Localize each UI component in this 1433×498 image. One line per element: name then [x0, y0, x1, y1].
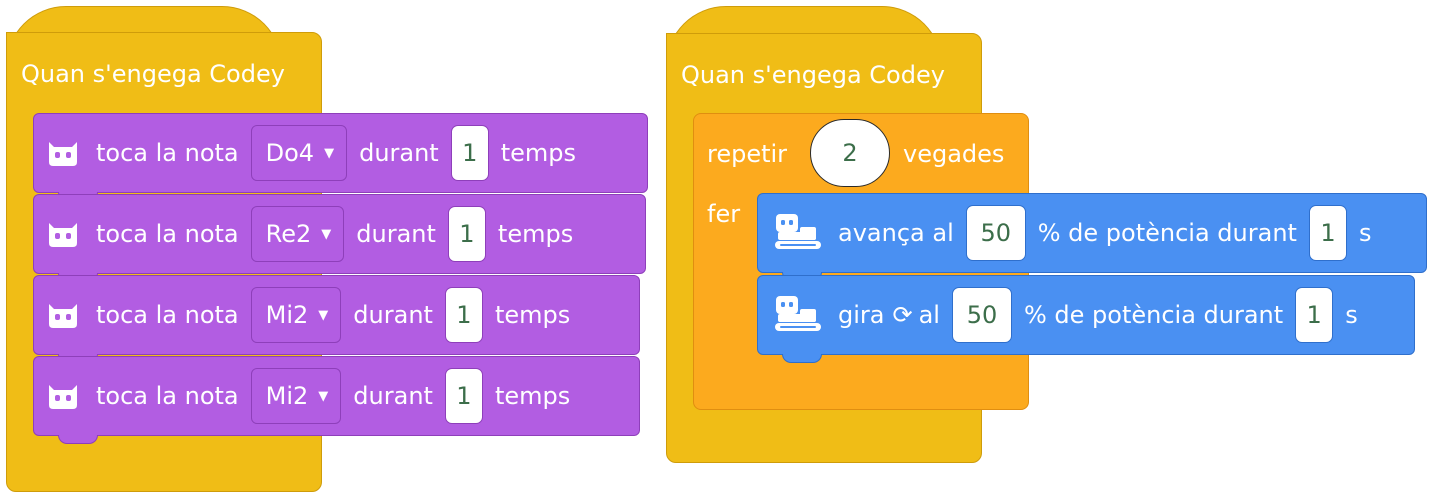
- beats-unit-label: temps: [494, 382, 571, 410]
- note-dropdown[interactable]: Do4 ▼: [250, 125, 348, 181]
- codey-face-icon: [49, 385, 77, 409]
- beats-input[interactable]: 1: [447, 206, 486, 262]
- rocky-robot-icon: [775, 214, 821, 249]
- beats-input[interactable]: 1: [450, 125, 489, 181]
- move-label: avança al: [838, 219, 954, 247]
- note-value: Re2: [265, 220, 312, 248]
- chevron-down-icon: ▼: [321, 226, 332, 242]
- codey-face-icon: [49, 304, 77, 328]
- power-input[interactable]: 50: [951, 287, 1012, 343]
- chevron-down-icon: ▼: [318, 388, 329, 404]
- event-hat-label: Quan s'engega Codey: [21, 60, 285, 88]
- note-value: Mi2: [265, 301, 309, 329]
- note-dropdown[interactable]: Mi2 ▼: [250, 368, 342, 424]
- repeat-label: repetir: [707, 140, 788, 168]
- play-note-block[interactable]: toca la nota Re2 ▼ durant 1 temps: [33, 194, 646, 282]
- durant-label: durant: [353, 301, 433, 329]
- chevron-down-icon: ▼: [318, 307, 329, 323]
- repeat-suffix-label: vegades: [903, 140, 1005, 168]
- codey-face-icon: [49, 142, 77, 166]
- move-forward-block[interactable]: avança al 50 % de potència durant 1 s: [757, 193, 1427, 281]
- seconds-unit-label: s: [1358, 219, 1372, 247]
- play-note-block[interactable]: toca la nota Do4 ▼ durant 1 temps: [33, 113, 648, 201]
- seconds-input[interactable]: 1: [1295, 287, 1334, 343]
- repeat-count-input[interactable]: 2: [810, 119, 890, 187]
- play-note-label: toca la nota: [96, 220, 239, 248]
- block-notch: [58, 435, 98, 444]
- turn-block[interactable]: gira ⟳ al 50 % de potència durant 1 s: [757, 275, 1415, 363]
- note-dropdown[interactable]: Mi2 ▼: [250, 287, 342, 343]
- play-note-block[interactable]: toca la nota Mi2 ▼ durant 1 temps: [33, 275, 640, 363]
- block-notch: [782, 354, 822, 363]
- beats-input[interactable]: 1: [444, 368, 483, 424]
- chevron-down-icon: ▼: [324, 145, 335, 161]
- beats-unit-label: temps: [497, 220, 574, 248]
- play-note-label: toca la nota: [96, 139, 239, 167]
- codey-face-icon: [49, 223, 77, 247]
- seconds-input[interactable]: 1: [1308, 205, 1347, 261]
- al-label: al: [918, 301, 940, 329]
- rocky-robot-icon: [775, 296, 821, 331]
- beats-input[interactable]: 1: [444, 287, 483, 343]
- power-duration-label: % de potència durant: [1023, 301, 1284, 329]
- play-note-block[interactable]: toca la nota Mi2 ▼ durant 1 temps: [33, 356, 640, 444]
- event-stack-1[interactable]: Quan s'engega Codey toca la nota Do4 ▼ du…: [0, 0, 660, 498]
- power-input[interactable]: 50: [965, 205, 1026, 261]
- play-note-label: toca la nota: [96, 301, 239, 329]
- beats-unit-label: temps: [500, 139, 577, 167]
- play-note-label: toca la nota: [96, 382, 239, 410]
- durant-label: durant: [353, 382, 433, 410]
- beats-unit-label: temps: [494, 301, 571, 329]
- power-duration-label: % de potència durant: [1037, 219, 1297, 247]
- note-dropdown[interactable]: Re2 ▼: [250, 206, 345, 262]
- durant-label: durant: [356, 220, 436, 248]
- event-hat-label: Quan s'engega Codey: [681, 61, 945, 89]
- turn-label: gira: [838, 301, 885, 329]
- note-value: Mi2: [265, 382, 309, 410]
- repeat-do-label: fer: [707, 200, 741, 228]
- rotate-clockwise-icon: ⟳: [892, 301, 913, 329]
- seconds-unit-label: s: [1345, 301, 1358, 329]
- durant-label: durant: [359, 139, 439, 167]
- event-stack-2[interactable]: Quan s'engega Codey repetir 2 vegades fe…: [660, 0, 1433, 498]
- note-value: Do4: [265, 139, 315, 167]
